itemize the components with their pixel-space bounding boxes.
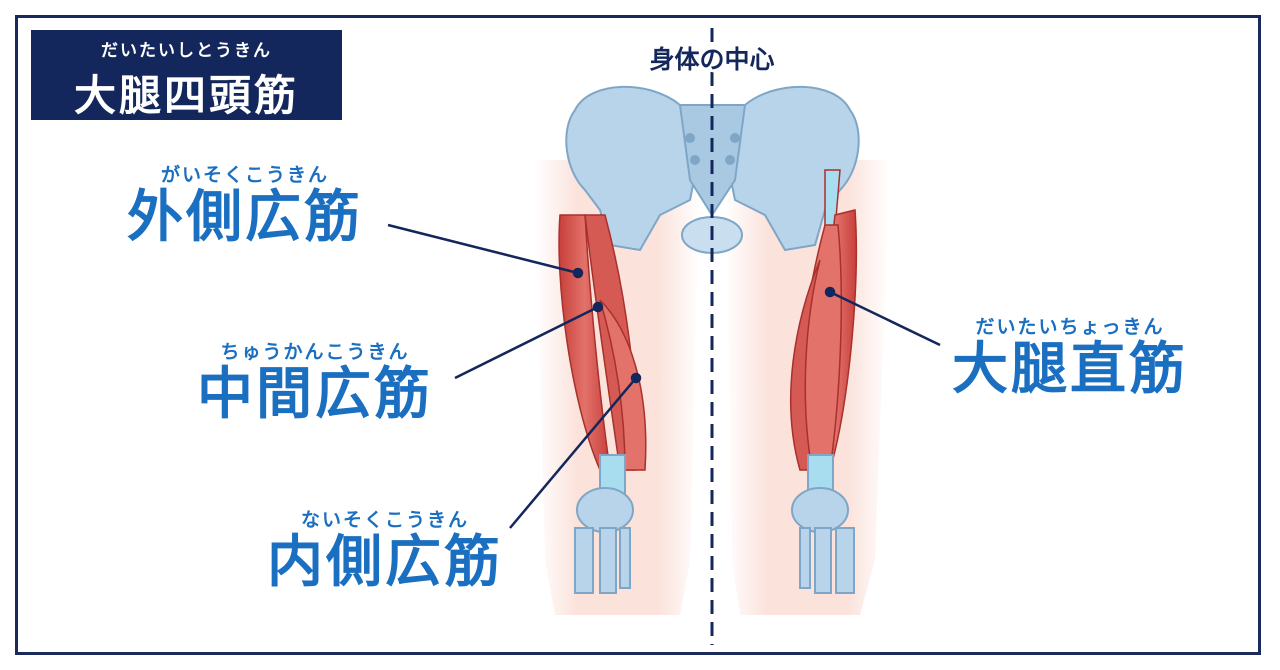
- ruby-rectus-femoris: だいたいちょっきん: [975, 316, 1165, 338]
- left-knee-bones: [574, 454, 634, 594]
- name-vastus-medialis: 内側広筋: [267, 530, 503, 595]
- label-vastus-intermedius: ちゅうかんこうきん 中間広筋: [180, 337, 450, 426]
- title-ruby: だいたいしとうきん: [101, 41, 272, 61]
- name-vastus-lateralis: 外側広筋: [127, 185, 363, 250]
- title-main: 大腿四頭筋: [73, 71, 299, 120]
- body-center-label: 身体の中心: [649, 45, 775, 74]
- label-vastus-lateralis: がいそくこうきん 外側広筋: [110, 160, 380, 249]
- leader-lines: [387, 223, 941, 529]
- ruby-vastus-lateralis: がいそくこうきん: [160, 164, 329, 186]
- right-knee-bones: [791, 454, 855, 594]
- label-vastus-medialis: ないそくこうきん 内側広筋: [250, 505, 520, 594]
- right-quadriceps: [789, 169, 858, 471]
- name-vastus-intermedius: 中間広筋: [197, 362, 433, 427]
- label-rectus-femoris: だいたいちょっきん 大腿直筋: [935, 312, 1205, 401]
- ruby-vastus-intermedius: ちゅうかんこうきん: [220, 341, 410, 363]
- name-rectus-femoris: 大腿直筋: [952, 337, 1188, 402]
- title-box: だいたいしとうきん 大腿四頭筋: [31, 30, 342, 120]
- left-quadriceps: [558, 214, 647, 471]
- ruby-vastus-medialis: ないそくこうきん: [300, 509, 469, 531]
